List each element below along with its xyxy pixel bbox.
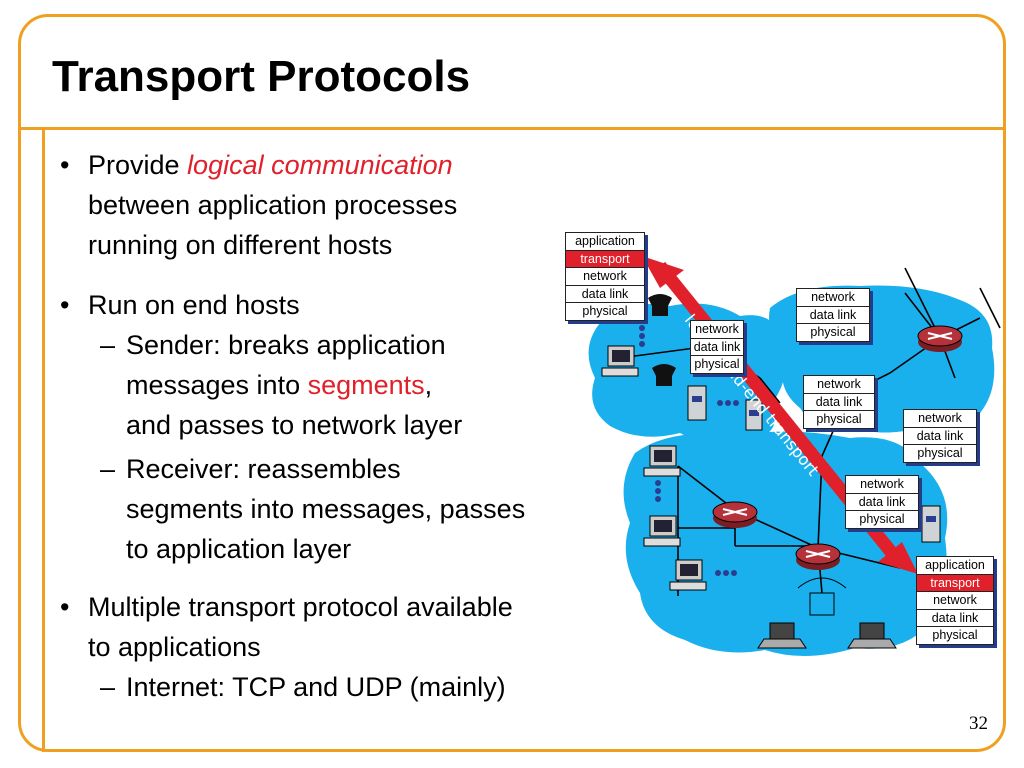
- router-protocol-stack-2: network data link physical: [796, 288, 870, 342]
- subbullet-tcp-udp: – Internet: TCP and UDP (mainly): [56, 667, 656, 707]
- layer-network: network: [804, 376, 874, 394]
- layer-physical: physical: [859, 512, 905, 526]
- wireless-access-point-icon: [797, 577, 847, 616]
- bullet-text: Internet: TCP and UDP (mainly): [126, 672, 506, 702]
- server-icon: [687, 385, 707, 421]
- laptop-icon: [847, 622, 897, 649]
- emphasis-segments: segments: [307, 370, 425, 400]
- bullet-text: Sender: breaks application: [126, 330, 446, 360]
- layer-data-link: data link: [566, 286, 644, 303]
- laptop-icon: [757, 622, 807, 649]
- subbullet-dash: –: [100, 672, 116, 702]
- layer-data-link: data link: [797, 307, 869, 324]
- slide-frame: [18, 14, 1006, 752]
- layer-physical: physical: [810, 325, 856, 339]
- layer-transport: transport: [566, 250, 644, 268]
- layer-network: network: [846, 476, 918, 494]
- layer-physical: physical: [694, 357, 740, 371]
- bullet-text: to applications: [88, 632, 261, 662]
- bullet-dot: •: [60, 150, 70, 180]
- bullet-text: Run on end hosts: [88, 290, 300, 320]
- source-host-protocol-stack: application transport network data link …: [565, 232, 645, 321]
- desktop-computer-icon: [643, 515, 681, 547]
- layer-physical: physical: [917, 446, 963, 460]
- ellipsis-dot: [655, 480, 661, 486]
- layer-network: network: [797, 289, 869, 307]
- layer-application: application: [917, 557, 993, 575]
- layer-transport: transport: [917, 574, 993, 592]
- bullet-end-hosts: • Run on end hosts: [56, 285, 656, 325]
- router-icon: [712, 501, 758, 528]
- ellipsis-dot: [655, 496, 661, 502]
- telephone-icon: [652, 364, 676, 386]
- bullet-logical-communication: • Provide logical communication between …: [56, 145, 656, 265]
- network-diagram: logical end-end transport application tr…: [560, 228, 1010, 698]
- ellipsis-dot: [731, 570, 737, 576]
- bullet-text: Multiple transport protocol available: [88, 592, 513, 622]
- layer-network: network: [566, 268, 644, 286]
- router-protocol-stack-4: network data link physical: [903, 409, 977, 463]
- layer-physical: physical: [932, 628, 978, 642]
- bullet-list: • Provide logical communication between …: [56, 145, 656, 707]
- router-icon: [795, 543, 841, 570]
- layer-network: network: [917, 592, 993, 610]
- title-divider: [18, 127, 1006, 130]
- arrow-head-top: [642, 256, 684, 288]
- ellipsis-dot: [639, 325, 645, 331]
- emphasis-logical-communication: logical communication: [187, 150, 453, 180]
- layer-data-link: data link: [904, 428, 976, 445]
- bullet-multiple-protocols: • Multiple transport protocol available …: [56, 587, 656, 667]
- layer-physical: physical: [816, 412, 862, 426]
- bullet-text: running on different hosts: [88, 230, 393, 260]
- layer-physical: physical: [582, 304, 628, 318]
- subbullet-dash: –: [100, 330, 116, 360]
- bullet-text: between application processes: [88, 190, 458, 220]
- ellipsis-dot: [723, 570, 729, 576]
- ellipsis-dot: [715, 570, 721, 576]
- layer-data-link: data link: [846, 494, 918, 511]
- page-number: 32: [969, 713, 988, 734]
- server-icon: [921, 505, 941, 543]
- router-protocol-stack-1: network data link physical: [690, 320, 744, 374]
- bullet-text: to application layer: [126, 534, 352, 564]
- ellipsis-dot: [639, 341, 645, 347]
- router-protocol-stack-3: network data link physical: [803, 375, 875, 429]
- ellipsis-dot: [733, 400, 739, 406]
- bullet-dot: •: [60, 592, 70, 622]
- arrow-head-bottom: [878, 542, 918, 574]
- left-accent-rule: [42, 127, 45, 752]
- layer-network: network: [904, 410, 976, 428]
- ellipsis-dot: [655, 488, 661, 494]
- bullet-text: ,: [424, 370, 433, 400]
- desktop-computer-icon: [643, 445, 681, 477]
- ellipsis-dot: [725, 400, 731, 406]
- bullet-text: and passes to network layer: [126, 410, 463, 440]
- desktop-computer-icon: [601, 345, 639, 377]
- router-protocol-stack-5: network data link physical: [845, 475, 919, 529]
- layer-application: application: [566, 233, 644, 251]
- slide-title: Transport Protocols: [52, 52, 471, 101]
- bullet-text: Provide: [88, 150, 188, 180]
- link: [979, 287, 1001, 329]
- ellipsis-dot: [717, 400, 723, 406]
- ellipsis-dot: [639, 333, 645, 339]
- subbullet-dash: –: [100, 454, 116, 484]
- bullet-text: segments into messages, passes: [126, 494, 526, 524]
- bullet-dot: •: [60, 290, 70, 320]
- server-icon: [745, 399, 763, 431]
- layer-data-link: data link: [691, 339, 743, 356]
- desktop-computer-icon: [669, 559, 707, 591]
- telephone-icon: [648, 294, 672, 316]
- subbullet-sender: – Sender: breaks application messages in…: [56, 325, 656, 445]
- bullet-text: messages into: [126, 370, 308, 400]
- link: [759, 377, 781, 404]
- layer-data-link: data link: [917, 610, 993, 627]
- layer-data-link: data link: [804, 394, 874, 411]
- subbullet-receiver: – Receiver: reassembles segments into me…: [56, 449, 656, 569]
- bullet-text: Receiver: reassembles: [126, 454, 401, 484]
- layer-network: network: [691, 321, 743, 339]
- destination-host-protocol-stack: application transport network data link …: [916, 556, 994, 645]
- router-icon: [917, 325, 963, 352]
